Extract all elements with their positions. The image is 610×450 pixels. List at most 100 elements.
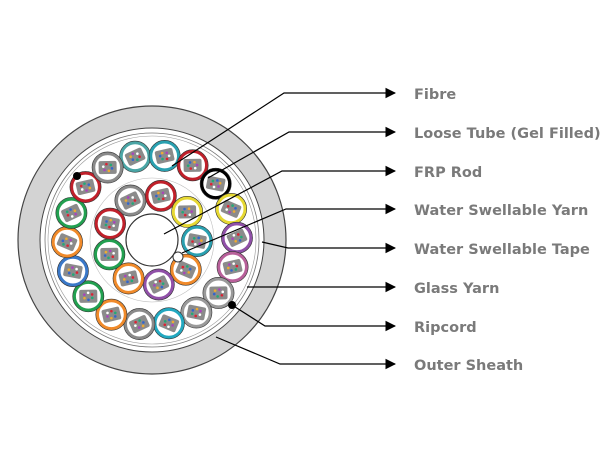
fibre	[85, 189, 88, 192]
fibre	[213, 289, 217, 292]
fibre	[107, 256, 110, 260]
fibre	[126, 202, 130, 205]
fibre	[234, 206, 237, 210]
fibre	[105, 220, 108, 223]
fibre	[75, 267, 78, 271]
fibre	[217, 185, 220, 188]
fibre-bundle	[100, 247, 119, 262]
fibre	[190, 312, 194, 316]
outer-tube-ring	[51, 140, 253, 340]
fibre	[87, 298, 90, 302]
fibre	[130, 279, 134, 283]
fibre	[230, 269, 233, 272]
fibre-bundle	[178, 205, 197, 219]
fibre	[128, 273, 131, 277]
frp-rod	[125, 213, 179, 267]
fibre-bundle	[120, 191, 141, 210]
fibre	[163, 319, 167, 323]
fibre	[153, 284, 156, 287]
fibre	[70, 215, 74, 218]
fibre	[67, 268, 71, 271]
fibre	[69, 238, 72, 242]
fibre	[112, 221, 116, 224]
leader-line-water-swellable-tape	[261, 241, 397, 254]
fibre-bundle	[124, 147, 146, 166]
fibre	[111, 255, 115, 258]
fibre	[160, 285, 164, 289]
fibre	[86, 291, 90, 295]
fibre-bundle	[183, 158, 202, 172]
fibre	[161, 191, 165, 195]
fibre	[167, 154, 171, 158]
fibre	[238, 239, 242, 242]
outer-loose-tube	[152, 307, 185, 340]
fibre	[167, 325, 170, 329]
inner-loose-tube	[144, 179, 177, 212]
fibre	[211, 179, 215, 183]
outer-loose-tube	[176, 149, 209, 182]
fibre	[161, 197, 165, 201]
fibre-bundle	[220, 200, 242, 218]
outer-loose-tube	[56, 255, 89, 287]
fibre	[194, 243, 197, 246]
fibre	[240, 235, 243, 239]
fibre	[236, 233, 240, 236]
fibre	[183, 271, 186, 275]
fibre	[71, 273, 75, 276]
fibre	[187, 207, 191, 211]
fibre	[234, 239, 237, 243]
fibre	[136, 152, 139, 155]
fibre	[157, 191, 160, 195]
fibre	[198, 313, 202, 316]
label-ripcord: Ripcord	[414, 320, 477, 336]
fibre-bundle	[205, 175, 226, 192]
fibre	[235, 264, 239, 268]
fibre	[87, 183, 91, 186]
fibre	[190, 210, 193, 213]
leader-line-outer-sheath	[215, 336, 397, 370]
fibre	[181, 265, 185, 269]
fibre	[231, 204, 234, 207]
fibre	[197, 236, 200, 240]
fibre	[165, 157, 169, 161]
fibre	[187, 271, 191, 274]
fibre	[109, 218, 113, 222]
fibre-bundle	[61, 203, 82, 223]
fibre	[110, 167, 114, 170]
fibre	[221, 290, 225, 294]
fibre	[232, 233, 236, 237]
fibre	[74, 212, 77, 216]
inner-loose-tube	[171, 195, 204, 228]
fibre	[126, 196, 130, 199]
outer-loose-tube	[119, 140, 152, 173]
fibre-bundle	[209, 286, 228, 300]
fibre	[161, 282, 165, 285]
fibre	[105, 162, 108, 166]
fibre-bundle	[186, 304, 207, 321]
label-fibre: Fibre	[414, 87, 456, 103]
fibre	[232, 262, 235, 265]
fibre	[107, 169, 111, 173]
fibre	[212, 292, 216, 296]
fibre	[216, 295, 219, 298]
leader-line-loose-tube	[207, 126, 397, 179]
ripcord-top	[73, 172, 81, 180]
fibre	[193, 166, 197, 170]
fibre	[69, 242, 73, 245]
fibre	[124, 199, 128, 202]
outer-loose-tube	[180, 296, 213, 329]
fibre	[165, 151, 168, 155]
fibre	[106, 311, 109, 315]
fibre	[158, 154, 162, 158]
fibre	[158, 279, 162, 283]
outer-loose-tube	[72, 280, 105, 313]
fibre	[168, 318, 171, 322]
fibre	[138, 155, 141, 158]
outer-loose-tube	[55, 197, 88, 229]
fibre	[157, 197, 161, 201]
outer-loose-tube	[199, 167, 232, 200]
fibre	[131, 202, 134, 205]
outer-loose-tube	[69, 171, 102, 203]
inner-loose-tube	[181, 225, 213, 257]
